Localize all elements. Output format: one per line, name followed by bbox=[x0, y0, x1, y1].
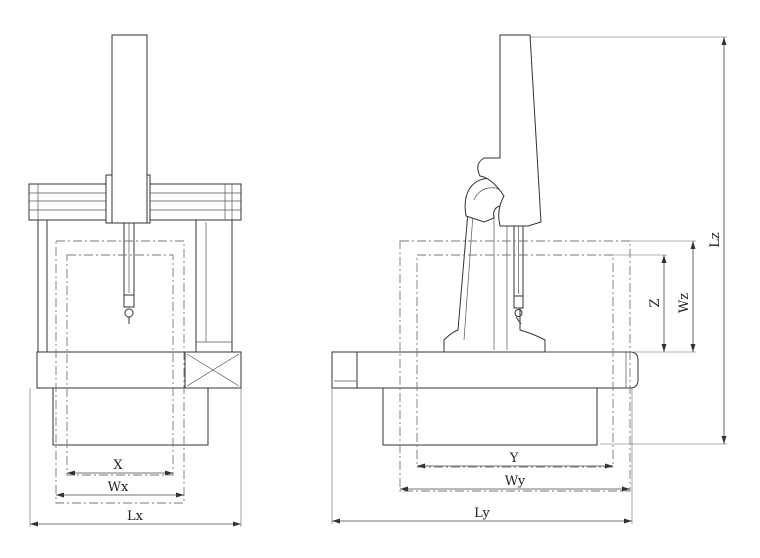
side-dimension-ly: Ly bbox=[332, 506, 632, 524]
dim-label-z: Z bbox=[648, 298, 663, 307]
dim-label-y: Y bbox=[509, 451, 519, 466]
side-table-end-block bbox=[331, 351, 358, 389]
side-z-ram bbox=[477, 34, 542, 227]
side-dimension-y: Y bbox=[417, 451, 613, 469]
front-z-ram bbox=[111, 34, 148, 224]
dim-label-wz: Wz bbox=[677, 293, 692, 313]
side-table bbox=[331, 351, 639, 389]
front-probe-tip bbox=[124, 308, 134, 318]
dim-label-ly: Ly bbox=[474, 506, 490, 521]
front-table bbox=[36, 351, 242, 389]
front-base-lower bbox=[52, 387, 209, 446]
side-dimension-wy: Wy bbox=[400, 474, 630, 492]
front-measuring-range-inner bbox=[66, 254, 174, 476]
front-measuring-range-outer bbox=[55, 240, 185, 504]
front-dimension-x: X bbox=[67, 458, 173, 476]
front-dimension-wx: Wx bbox=[56, 480, 184, 498]
side-measuring-range-outer bbox=[399, 240, 631, 492]
front-dimension-lx: Lx bbox=[30, 509, 241, 527]
side-base-lower bbox=[382, 387, 598, 446]
front-probe-head bbox=[123, 294, 135, 308]
dim-label-lx: Lx bbox=[127, 509, 144, 524]
side-dimension-z: Z bbox=[648, 255, 667, 352]
side-dimension-wz: Wz bbox=[677, 241, 696, 352]
side-measuring-range-inner bbox=[416, 254, 614, 468]
side-probe-head bbox=[513, 295, 524, 309]
dim-label-lz: Lz bbox=[708, 232, 723, 248]
dim-label-x: X bbox=[113, 458, 123, 473]
side-probe-tip bbox=[514, 309, 523, 317]
dim-label-wy: Wy bbox=[505, 474, 526, 489]
front-left-column bbox=[37, 209, 48, 353]
side-dimension-lz: Lz bbox=[708, 37, 727, 444]
dim-label-wx: Wx bbox=[108, 480, 129, 495]
front-view: X Wx Lx bbox=[28, 34, 242, 527]
front-right-column bbox=[195, 209, 233, 353]
side-view: Y Wy Ly Z Wz bbox=[331, 34, 727, 524]
